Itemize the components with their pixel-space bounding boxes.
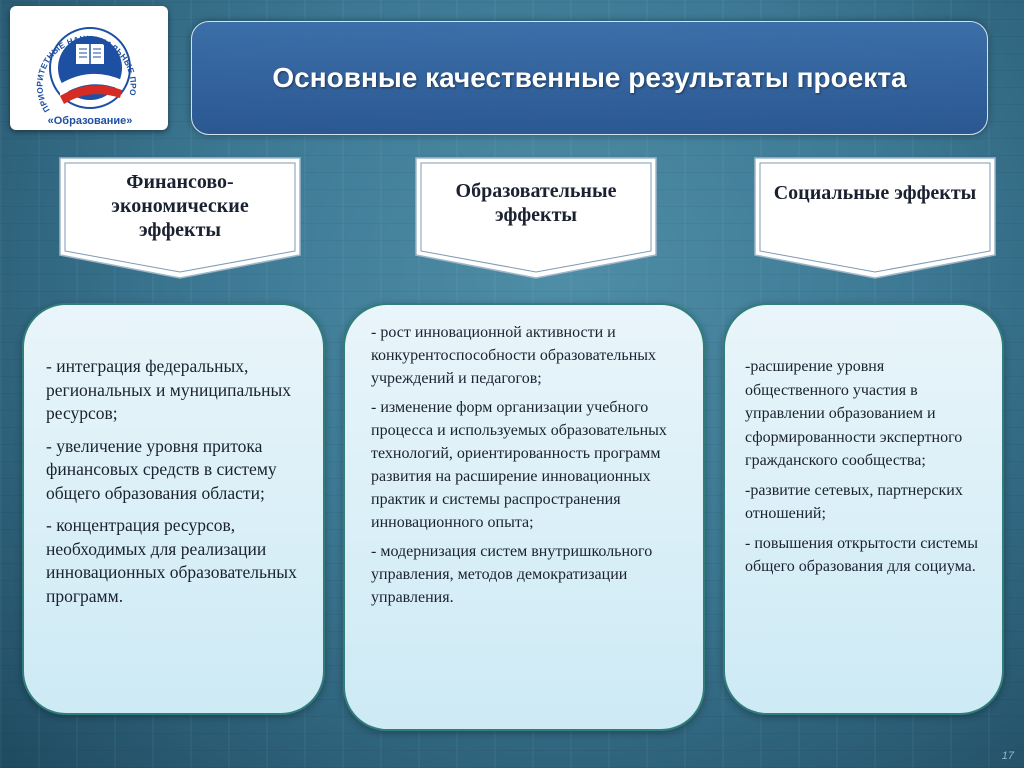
list-item: - модернизация систем внутришкольного уп… [371,543,653,606]
card-financial: - интеграция федеральных, региональных и… [22,303,325,715]
list-item: -развитие сетевых, партнерских отношений… [745,481,963,523]
list-item: - повышения открытости системы общего об… [745,534,978,576]
header-arrow-shape [415,157,657,279]
logo-emblem-icon: ПРИОРИТЕТНЫЕ НАЦИОНАЛЬНЫЕ ПРОЕКТЫ «Образ… [10,6,137,127]
title-banner: Основные качественные результаты проекта [191,21,988,135]
card-social: -расширение уровня общественного участия… [723,303,1004,715]
list-item: - интеграция федеральных, региональных и… [46,356,291,423]
header-social-label: Социальные эффекты [773,182,977,204]
header-educational-label: Образовательные эффекты [455,180,617,226]
header-social: Социальные эффекты [754,157,996,280]
header-arrow-shape [59,157,301,279]
card-educational: - рост инновационной активности и конкур… [343,303,705,731]
list-item: - увеличение уровня притока финансовых с… [46,435,277,503]
slide-title: Основные качественные результаты проекта [272,62,907,93]
header-financial-label: Финансово-экономические эффекты [111,171,249,241]
header-financial: Финансово-экономические эффекты [59,157,301,280]
list-item: - рост инновационной активности и конкур… [371,324,657,387]
header-arrow-shape [754,157,996,279]
list-item: - концентрация ресурсов, необходимых для… [46,515,297,606]
project-logo: ПРИОРИТЕТНЫЕ НАЦИОНАЛЬНЫЕ ПРОЕКТЫ «Образ… [10,6,168,130]
logo-bottom-text: «Образование» [48,115,133,127]
page-number: 17 [1001,750,1014,762]
list-item: -расширение уровня общественного участия… [745,358,963,469]
list-item: - изменение форм организации учебного пр… [371,399,667,531]
header-educational: Образовательные эффекты [415,157,657,280]
